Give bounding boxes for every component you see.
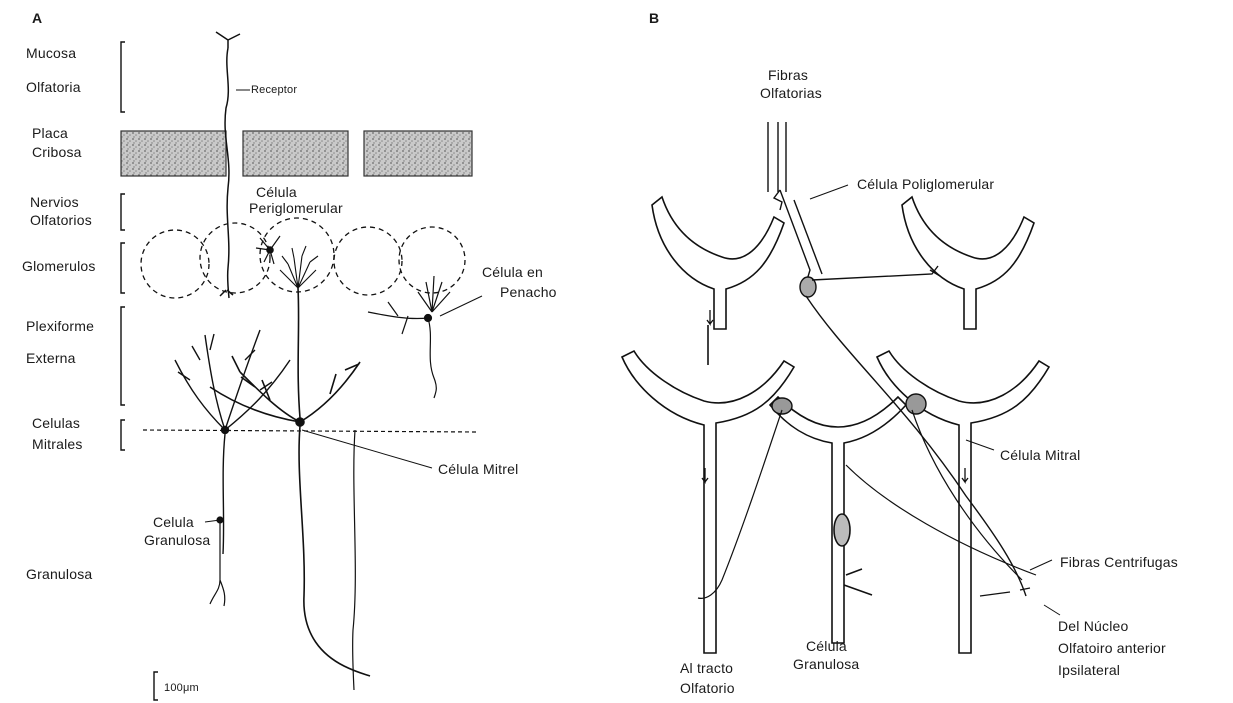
label-tracto-line2: Olfatorio bbox=[680, 680, 735, 696]
label-granulosa-b-line1: Célula bbox=[806, 638, 847, 654]
label-mitral-b: Célula Mitral bbox=[1000, 447, 1080, 463]
scale-bar bbox=[154, 672, 158, 700]
glomeruli bbox=[141, 218, 465, 298]
label-granulosa-b-line2: Granulosa bbox=[793, 656, 859, 672]
label-periglomerular-line1: Célula bbox=[256, 184, 297, 200]
periglomerular-cell bbox=[256, 236, 280, 264]
centrifugal-fibers bbox=[698, 410, 1036, 598]
layer-mitrales-line1: Celulas bbox=[32, 415, 80, 431]
label-fibras-centrifugas: Fibras Centrifugas bbox=[1060, 554, 1178, 570]
layer-placa-line2: Cribosa bbox=[32, 144, 82, 160]
label-penacho-line2: Penacho bbox=[500, 284, 557, 300]
tufted-cell bbox=[368, 276, 450, 398]
granule-y bbox=[770, 397, 906, 643]
direction-arrows bbox=[702, 310, 968, 482]
label-nucleo-line1: Del Núcleo bbox=[1058, 618, 1128, 634]
layer-placa-line1: Placa bbox=[32, 125, 68, 141]
label-fibras-olfatorias-line1: Fibras bbox=[768, 67, 808, 83]
layer-plexiforme-line1: Plexiforme bbox=[26, 318, 94, 334]
label-tracto-line1: Al tracto bbox=[680, 660, 733, 676]
panel-a-drawing bbox=[121, 32, 482, 700]
label-granulosa-a-line2: Granulosa bbox=[144, 532, 210, 548]
panel-b-letter: B bbox=[649, 10, 659, 26]
layer-glomerulos: Glomerulos bbox=[22, 258, 96, 274]
y-structure-right bbox=[877, 197, 1049, 653]
layer-mitrales-line2: Mitrales bbox=[32, 436, 83, 452]
label-receptor: Receptor bbox=[251, 82, 297, 98]
axon-right bbox=[353, 430, 356, 690]
panel-b-drawing bbox=[622, 122, 1060, 653]
y-structure-left bbox=[622, 197, 794, 653]
label-poliglomerular: Célula Poliglomerular bbox=[857, 176, 994, 192]
label-granulosa-a-line1: Celula bbox=[153, 514, 194, 530]
mitral-tuft bbox=[280, 246, 318, 288]
olfactory-fibers bbox=[768, 122, 786, 210]
layer-brackets bbox=[121, 42, 125, 450]
label-periglomerular-line2: Periglomerular bbox=[249, 200, 343, 216]
layer-plexiforme-line2: Externa bbox=[26, 350, 76, 366]
scale-bar-label: 100μm bbox=[164, 680, 199, 696]
mitral-cell bbox=[210, 288, 370, 676]
label-nucleo-line2: Olfatoiro anterior bbox=[1058, 640, 1166, 656]
layer-mucosa-line2: Olfatoria bbox=[26, 79, 81, 95]
label-penacho-line1: Célula en bbox=[482, 264, 543, 280]
cribriform-plate bbox=[121, 131, 472, 176]
granule-cell-a bbox=[210, 517, 225, 606]
label-mitral-a: Célula Mitrel bbox=[438, 461, 518, 477]
layer-nervios-line1: Nervios bbox=[30, 194, 79, 210]
layer-nervios-line2: Olfatorios bbox=[30, 212, 92, 228]
mitral-layer-line bbox=[143, 430, 478, 432]
layer-granulosa: Granulosa bbox=[26, 566, 92, 582]
label-nucleo-line3: Ipsilateral bbox=[1058, 662, 1120, 678]
layer-mucosa-line1: Mucosa bbox=[26, 45, 76, 61]
panel-a-letter: A bbox=[32, 10, 42, 26]
label-fibras-olfatorias-line2: Olfatorias bbox=[760, 85, 822, 101]
